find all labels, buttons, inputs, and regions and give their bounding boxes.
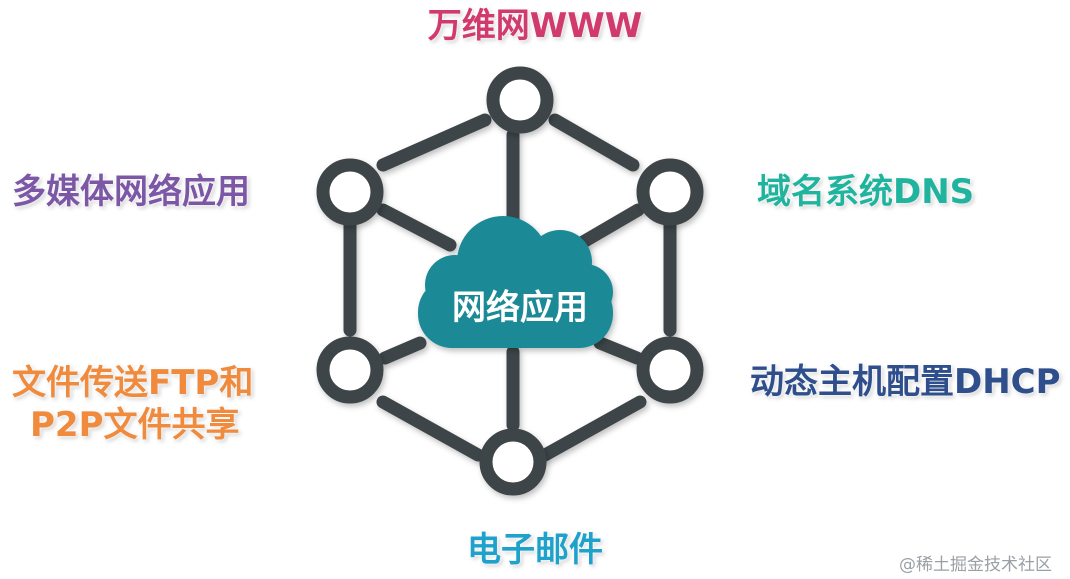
spoke-bottomright [593, 336, 644, 365]
label-multimedia: 多媒体网络应用 [12, 172, 250, 212]
label-dhcp: 动态主机配置DHCP [750, 362, 1061, 402]
node-top [486, 66, 554, 134]
label-email: 电子邮件 [467, 530, 603, 570]
edge-top-topright [548, 113, 640, 172]
cloud-label: 网络应用 [452, 288, 588, 328]
edge-top-topleft [376, 113, 492, 172]
spoke-edges [376, 128, 645, 432]
node-topright [636, 158, 704, 226]
node-bottomleft [316, 336, 384, 404]
edge-bottomleft-bottom [376, 395, 485, 462]
cloud-shape [418, 216, 613, 348]
edge-bottomright-bottom [538, 395, 647, 462]
node-bottom [479, 428, 547, 496]
node-topleft [316, 158, 384, 226]
spoke-bottomleft [378, 336, 427, 365]
nodes [316, 66, 704, 496]
label-ftp-p2p: 文件传送FTP和 P2P文件共享 [12, 362, 253, 446]
watermark: @稀土掘金技术社区 [899, 555, 1052, 575]
node-bottomright [636, 336, 704, 404]
spoke-topright [571, 203, 645, 252]
label-www: 万维网WWW [427, 6, 643, 46]
label-dns: 域名系统DNS [757, 172, 975, 212]
label-ftp-line1: 文件传送FTP和 [12, 363, 254, 403]
label-ftp-line2: P2P文件共享 [30, 405, 240, 445]
spoke-topleft [376, 203, 457, 252]
hexagon-edges [343, 113, 677, 462]
